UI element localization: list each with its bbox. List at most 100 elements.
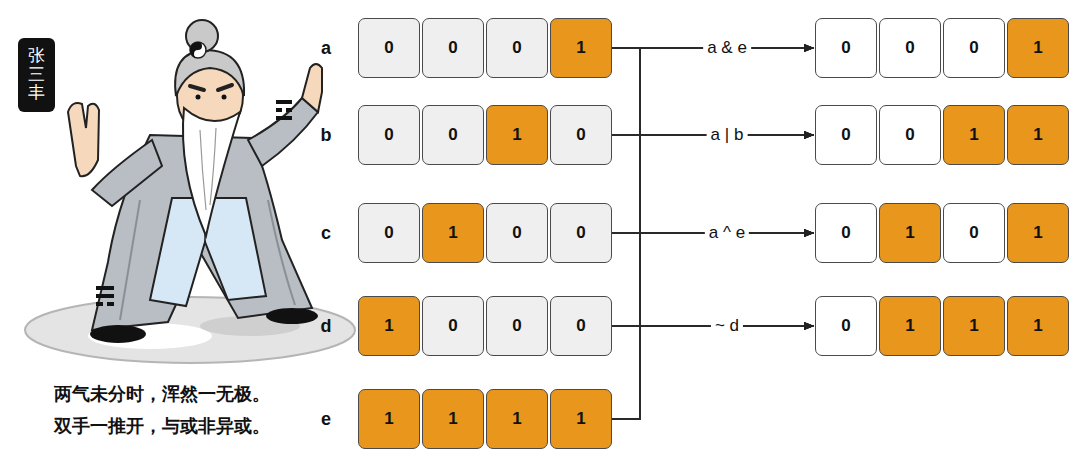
- bit-cell: 0: [550, 296, 612, 356]
- bit-value: 0: [448, 316, 457, 336]
- bit-value: 0: [448, 125, 457, 145]
- illustration-part: [175, 50, 244, 96]
- row-letter: c: [321, 223, 331, 244]
- bit-value: 1: [576, 38, 585, 58]
- bit-cell: 0: [815, 105, 877, 165]
- bit-value: 1: [384, 409, 393, 429]
- bit-cell: 0: [358, 105, 420, 165]
- connector: [612, 135, 814, 326]
- bit-value: 1: [1033, 316, 1042, 336]
- illustration-part: [68, 103, 99, 176]
- bit-cell: 0: [422, 296, 484, 356]
- bit-value: 0: [969, 38, 978, 58]
- connector: [612, 48, 814, 326]
- bit-cell: 1: [1007, 296, 1069, 356]
- bit-cell: 1: [422, 389, 484, 449]
- bit-cell: 1: [943, 105, 1005, 165]
- bit-value: 0: [841, 223, 850, 243]
- bit-cell: 1: [1007, 105, 1069, 165]
- illustration-part: [276, 108, 282, 112]
- connector: [612, 48, 814, 419]
- bit-value: 1: [384, 316, 393, 336]
- connector: [612, 48, 814, 326]
- bit-value: 0: [512, 38, 521, 58]
- bit-cell: 0: [550, 203, 612, 263]
- connector: [612, 233, 814, 419]
- operation-label: a ^ e: [705, 223, 749, 243]
- illustration-part: [96, 294, 114, 298]
- connector: [612, 48, 814, 135]
- operation-label: ~ d: [711, 316, 743, 336]
- bit-cell: 0: [486, 203, 548, 263]
- bit-cell: 0: [943, 203, 1005, 263]
- operation-label: a | b: [707, 125, 748, 145]
- bit-cell: 0: [943, 18, 1005, 78]
- illustration-part: [302, 64, 322, 112]
- name-tag: 张三丰: [18, 38, 55, 112]
- bit-value: 0: [384, 223, 393, 243]
- illustration-part: [276, 116, 292, 120]
- connector: [612, 326, 814, 419]
- bit-cell: 0: [422, 105, 484, 165]
- bit-cell: 1: [358, 296, 420, 356]
- bit-cell: 0: [815, 18, 877, 78]
- bit-value: 0: [841, 125, 850, 145]
- bit-cell: 1: [486, 389, 548, 449]
- bit-cell: 0: [358, 18, 420, 78]
- bit-cell: 1: [1007, 18, 1069, 78]
- bit-cell: 0: [815, 203, 877, 263]
- illustration-part: [222, 95, 227, 100]
- bit-cell: 0: [550, 105, 612, 165]
- bit-value: 0: [384, 38, 393, 58]
- bit-value: 0: [512, 316, 521, 336]
- bit-cell: 0: [486, 296, 548, 356]
- bit-cell: 0: [358, 203, 420, 263]
- bit-value: 0: [576, 223, 585, 243]
- illustration-part: [286, 108, 292, 112]
- bit-cell: 1: [486, 105, 548, 165]
- connector: [612, 233, 814, 326]
- bit-value: 1: [448, 223, 457, 243]
- bit-value: 1: [1033, 38, 1042, 58]
- illustration-part: [92, 140, 162, 206]
- bit-value: 1: [512, 409, 521, 429]
- connector: [612, 48, 814, 233]
- poem-line: 双手一推开，与或非异或。: [54, 414, 270, 438]
- bit-value: 0: [905, 125, 914, 145]
- bit-value: 1: [905, 223, 914, 243]
- connector: [612, 48, 814, 233]
- connector: [612, 135, 814, 233]
- bit-value: 0: [841, 38, 850, 58]
- bit-value: 1: [1033, 125, 1042, 145]
- bit-cell: 1: [550, 18, 612, 78]
- illustration-part: [196, 95, 201, 100]
- illustration-part: [248, 98, 318, 166]
- illustration-part: [183, 108, 240, 236]
- bit-cell: 0: [422, 18, 484, 78]
- illustration-part: [96, 286, 114, 290]
- row-letter: e: [321, 409, 331, 430]
- illustration-part: [268, 200, 295, 305]
- bit-value: 0: [576, 125, 585, 145]
- bit-value: 0: [576, 316, 585, 336]
- bit-cell: 0: [486, 18, 548, 78]
- row-letter: a: [321, 38, 331, 59]
- bit-cell: 1: [358, 389, 420, 449]
- bit-value: 1: [576, 409, 585, 429]
- illustration-part: [107, 302, 114, 306]
- bit-value: 0: [384, 125, 393, 145]
- illustration-part: [190, 42, 202, 58]
- row-letter: d: [321, 316, 332, 337]
- bit-value: 1: [969, 316, 978, 336]
- connector: [612, 48, 814, 135]
- bit-cell: 1: [943, 296, 1005, 356]
- poem-line: 两气未分时，浑然一无极。: [54, 382, 270, 406]
- illustration-part: [88, 323, 212, 349]
- bit-value: 1: [905, 316, 914, 336]
- bit-value: 1: [512, 125, 521, 145]
- illustration-part: [200, 128, 216, 210]
- bit-value: 0: [905, 38, 914, 58]
- connector: [612, 135, 814, 233]
- bit-cell: 1: [879, 296, 941, 356]
